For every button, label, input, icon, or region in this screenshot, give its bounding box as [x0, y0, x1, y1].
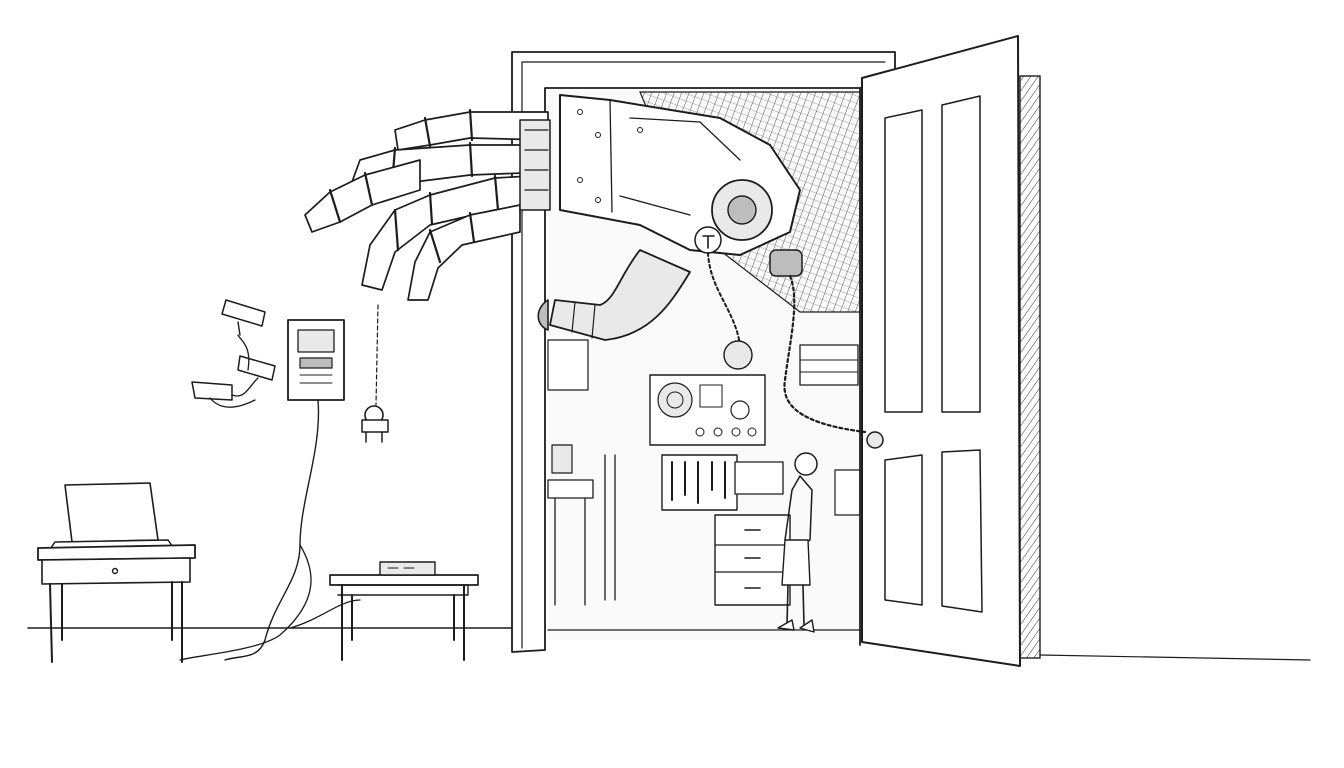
laptop-screen	[64, 482, 159, 543]
coiled-cable	[783, 274, 867, 434]
robot-hand	[304, 108, 551, 301]
open-door	[861, 35, 1041, 667]
control-panel	[649, 374, 766, 446]
door-frame	[511, 51, 896, 653]
child-figure	[777, 452, 818, 633]
workbench-left	[547, 339, 616, 606]
tool-board	[661, 454, 738, 511]
desk-with-laptop	[37, 482, 196, 663]
floor-line	[27, 627, 1311, 661]
hanging-key	[361, 304, 389, 443]
power-cable	[224, 399, 320, 661]
side-table	[329, 561, 479, 661]
arm-nozzle	[537, 299, 549, 331]
security-cameras	[191, 299, 276, 408]
coiled-cable-2	[707, 252, 741, 346]
door-knob	[866, 431, 884, 449]
door-edge	[1019, 75, 1041, 659]
storage-boxes	[799, 344, 861, 516]
wall-control-box	[179, 319, 361, 661]
robot-arm	[537, 94, 867, 434]
